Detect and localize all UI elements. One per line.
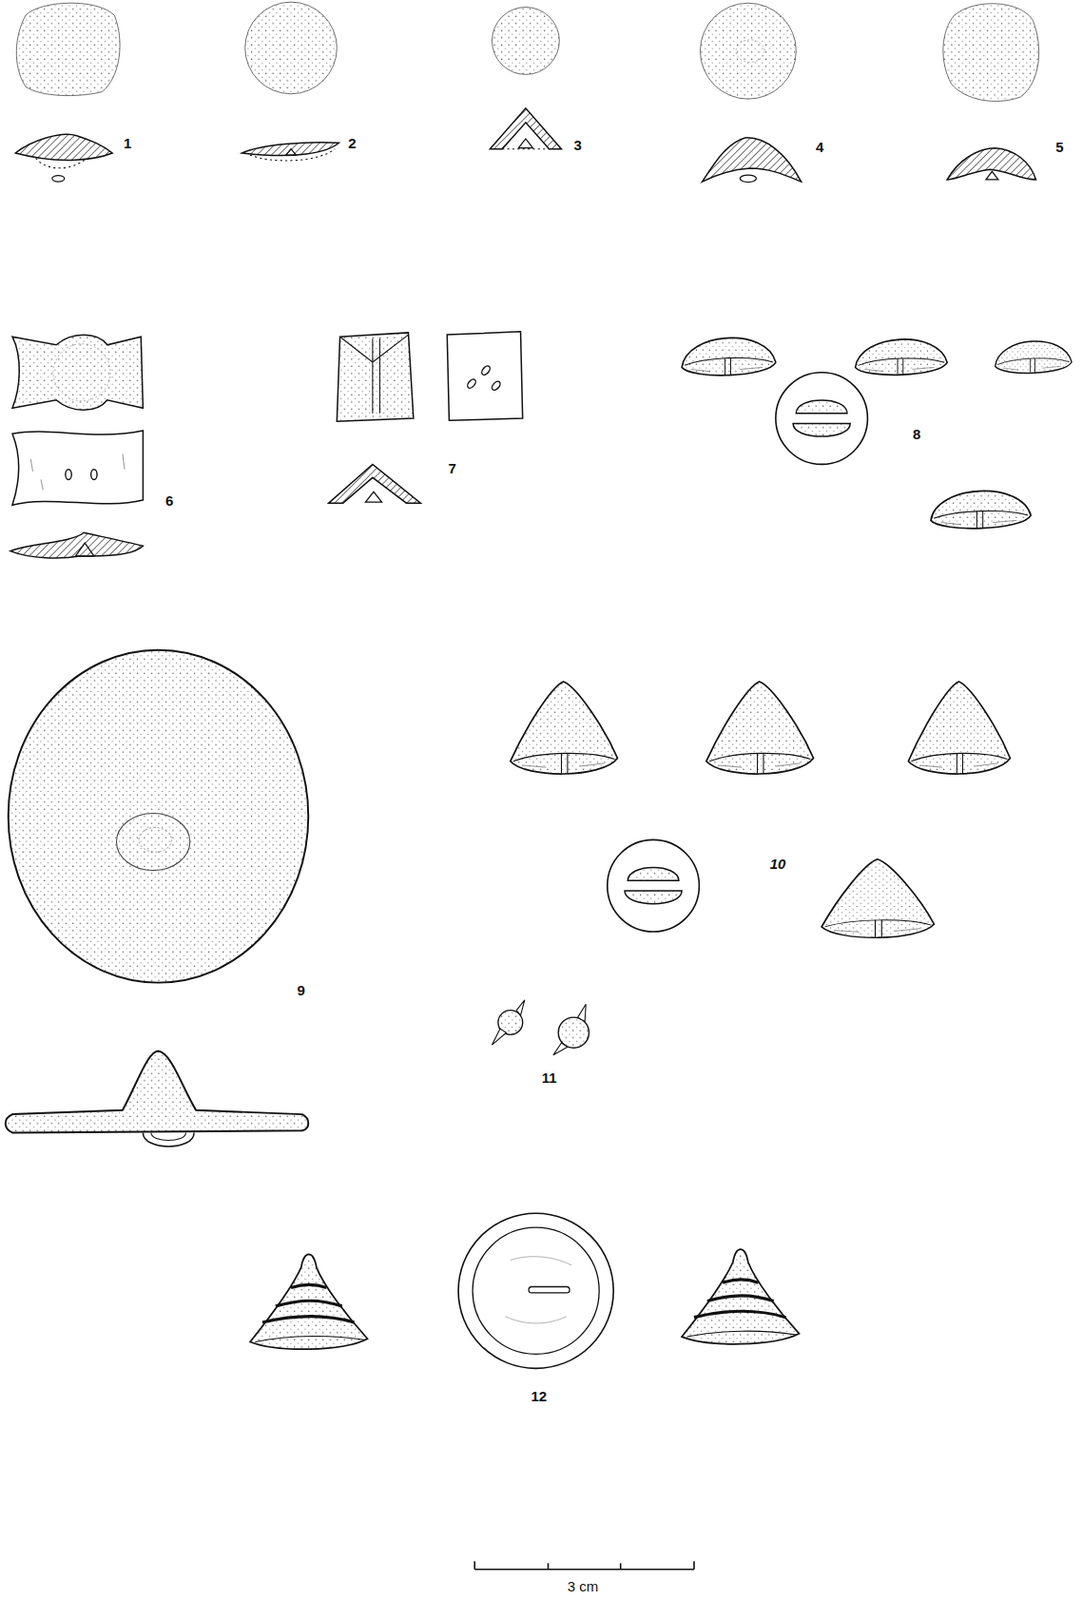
figure-number: 8 [912,426,921,442]
figure-number: 4 [815,138,824,154]
figure-number: 6 [165,493,174,508]
figure-number: 2 [347,135,356,151]
figure-number: 9 [297,983,306,998]
figure-number: 7 [447,460,456,475]
figure-number: 1 [123,135,132,151]
figure-number: 12 [531,1388,548,1403]
figure-number: 5 [1055,138,1063,154]
figure-number: 10 [770,856,787,871]
figure-number: 3 [573,137,581,153]
scale-label: 3 cm [567,1579,599,1594]
figure-number: 11 [541,1069,558,1084]
